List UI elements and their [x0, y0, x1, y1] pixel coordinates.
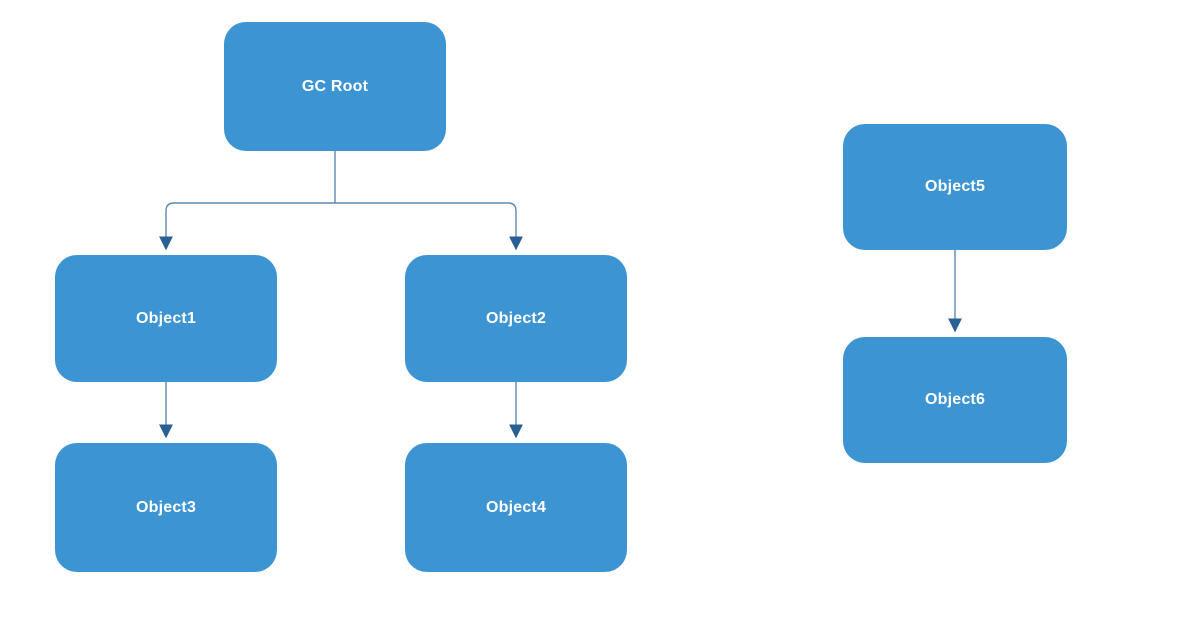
node-object3: Object3 [55, 443, 277, 572]
node-label: GC Root [301, 77, 369, 95]
node-object4: Object4 [405, 443, 627, 572]
node-object1: Object1 [55, 255, 277, 382]
node-object2: Object2 [405, 255, 627, 382]
node-label: Object5 [924, 178, 986, 195]
edge-gcroot-object2 [335, 202, 523, 251]
edge-gcroot-object1 [159, 202, 335, 251]
node-label: Object4 [485, 498, 547, 516]
node-object6: Object6 [843, 337, 1067, 463]
node-label: Object3 [135, 498, 197, 516]
node-object5: Object5 [843, 124, 1067, 250]
node-gc-root: GC Root [224, 22, 446, 151]
node-label: Object2 [485, 309, 547, 327]
node-label: Object6 [924, 391, 986, 408]
node-label: Object1 [135, 309, 197, 327]
